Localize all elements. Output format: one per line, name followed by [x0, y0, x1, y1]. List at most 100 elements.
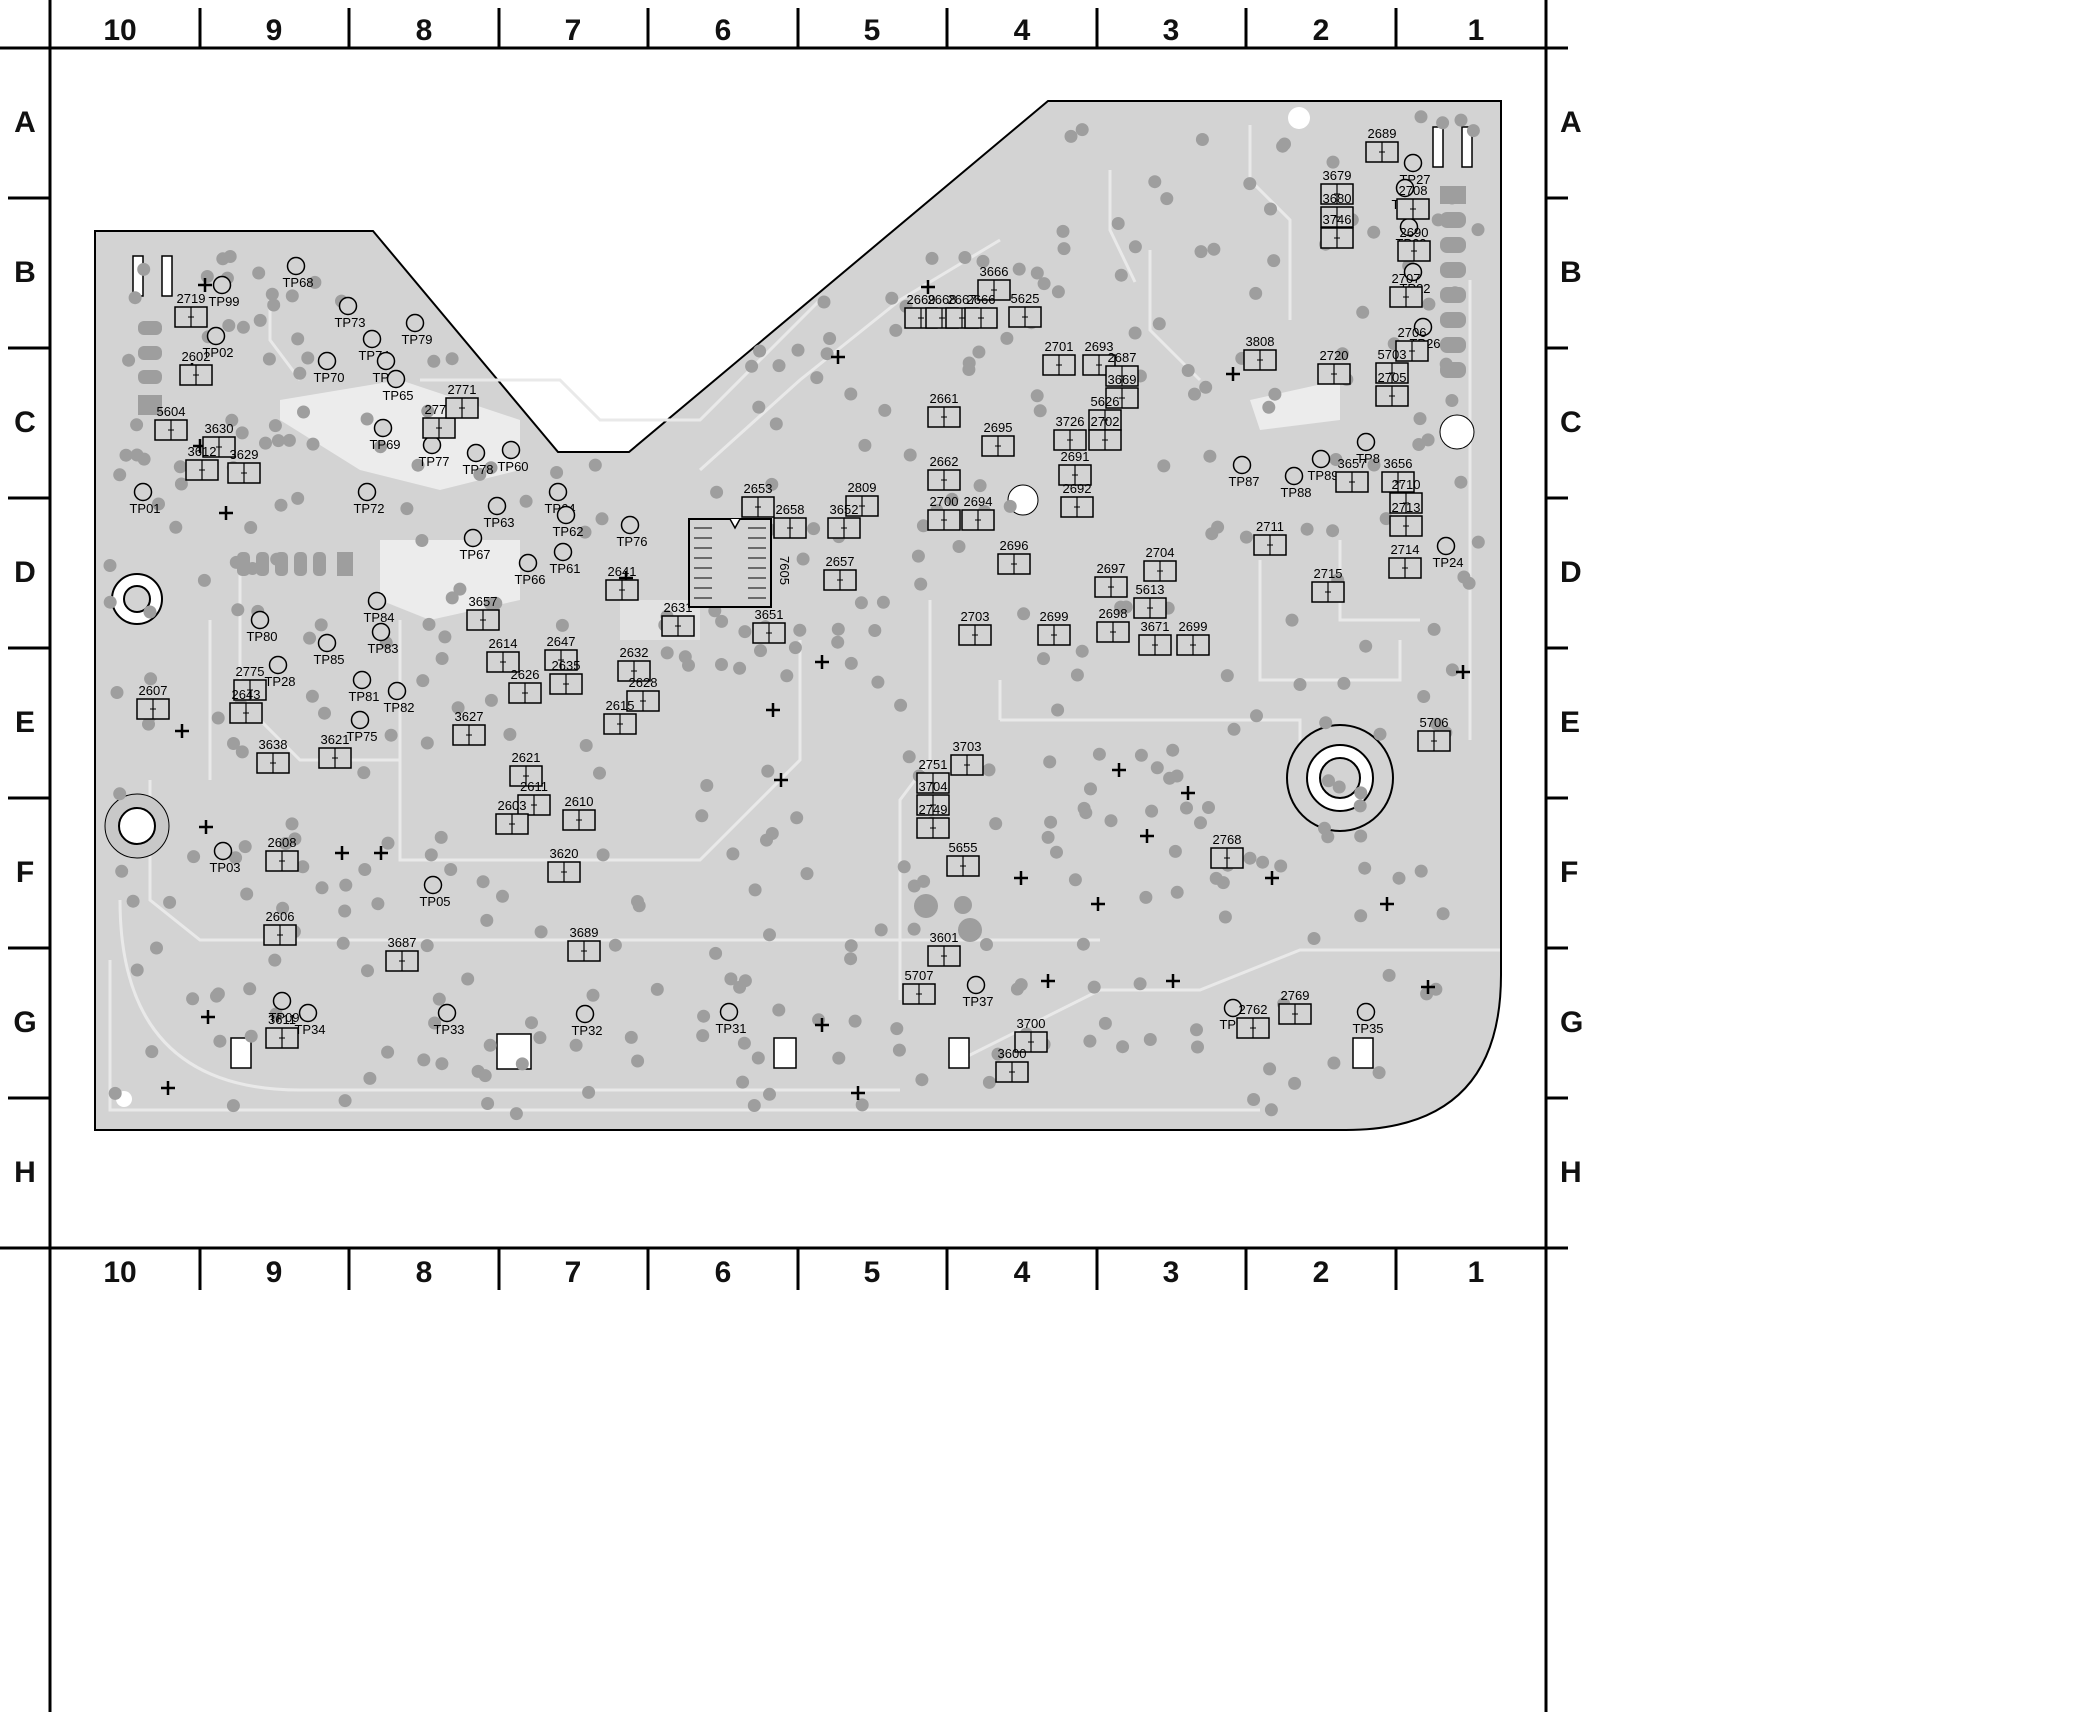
- via-pad: [858, 438, 872, 452]
- plus-mark: [335, 846, 349, 860]
- via-pad: [197, 573, 211, 587]
- plus-mark: [921, 280, 935, 294]
- col-label: 1: [1468, 1256, 1485, 1289]
- component-ref-label: 2635: [552, 658, 581, 673]
- via-pad: [1168, 844, 1182, 858]
- via-pad: [416, 674, 430, 688]
- via-pad: [700, 779, 714, 792]
- row-label: A: [1560, 106, 1582, 139]
- via-pad: [169, 520, 183, 534]
- via-pad: [434, 830, 448, 844]
- test-point: TP78: [462, 443, 494, 477]
- smd-component: 2632: [617, 645, 651, 682]
- plus-mark: [815, 1018, 829, 1032]
- via-pad: [444, 863, 458, 876]
- via-pad: [126, 894, 140, 908]
- via-pad: [991, 1047, 1005, 1061]
- component-ref-label: 2691: [1061, 449, 1090, 464]
- via-pad: [420, 939, 434, 953]
- via-pad: [478, 1069, 492, 1083]
- via-pad: [972, 345, 986, 359]
- via-pad: [400, 502, 414, 516]
- via-pad: [586, 988, 600, 1002]
- smd-component: 3611: [265, 1012, 299, 1049]
- via-pad: [115, 864, 129, 878]
- test-point-label: TP73: [334, 315, 365, 330]
- test-point: TP02: [202, 326, 234, 360]
- test-point: TP84: [363, 591, 395, 625]
- via-pad: [1037, 277, 1051, 291]
- via-pad: [1264, 202, 1277, 216]
- via-pad: [174, 477, 188, 491]
- via-pad: [1318, 821, 1331, 835]
- via-pad: [660, 646, 674, 660]
- component-ref-label: 2666: [967, 292, 996, 307]
- via-pad: [336, 936, 350, 950]
- test-point-label: TP72: [353, 501, 384, 516]
- col-label: 4: [1014, 14, 1031, 47]
- via-pad: [411, 458, 425, 472]
- via-pad: [1202, 801, 1215, 814]
- smd-component: 2611: [517, 779, 551, 816]
- test-point-label: TP87: [1228, 474, 1259, 489]
- via-pad: [1417, 690, 1431, 703]
- via-pad: [1247, 1093, 1261, 1106]
- via-pad: [274, 498, 288, 512]
- via-pad: [1133, 977, 1147, 991]
- via-pad: [483, 1038, 497, 1052]
- via-pad: [357, 766, 371, 780]
- via-pad: [1203, 449, 1217, 463]
- via-pad: [1445, 663, 1459, 677]
- via-pad: [624, 1030, 638, 1044]
- via-pad: [1263, 1062, 1277, 1076]
- test-point: TP69: [369, 418, 401, 452]
- smd-component: 5613: [1133, 582, 1167, 619]
- via-pad: [1445, 394, 1459, 407]
- via-pad: [765, 827, 779, 840]
- via-pad: [1092, 747, 1106, 761]
- row-label: E: [15, 706, 35, 739]
- via-pad: [130, 963, 144, 977]
- plus-mark: [766, 703, 780, 717]
- component-ref-label: 2669: [907, 292, 936, 307]
- via-pad: [484, 461, 498, 475]
- smd-component: 3627: [452, 709, 486, 746]
- smd-component: 2720: [1317, 348, 1351, 385]
- smd-component: 3656: [1381, 456, 1415, 493]
- test-point: TP33: [433, 1003, 465, 1037]
- via-pad: [361, 964, 374, 978]
- via-pad: [533, 1031, 547, 1045]
- smd-component: 3600: [995, 1046, 1029, 1083]
- via-pad: [285, 817, 299, 831]
- test-point-label: TP89: [1307, 468, 1338, 483]
- smd-component: 2701: [1042, 339, 1076, 376]
- via-pad: [210, 989, 223, 1003]
- via-pad: [911, 549, 925, 563]
- via-pad: [358, 863, 372, 876]
- smd-component: 2694: [961, 494, 995, 531]
- smd-component: 2614: [486, 636, 520, 673]
- via-pad: [752, 400, 766, 414]
- test-point: TP65: [382, 369, 414, 403]
- component-ref-label: 3652: [830, 502, 859, 517]
- row-label: C: [1560, 406, 1582, 439]
- smd-component: 3652: [827, 502, 861, 539]
- via-pad: [1119, 600, 1133, 614]
- via-pad: [1392, 871, 1406, 885]
- smd-component: 2662: [927, 454, 961, 491]
- col-label: 9: [266, 14, 283, 47]
- via-pad: [952, 540, 966, 553]
- via-pad: [796, 552, 810, 566]
- test-point: TP75: [346, 710, 378, 744]
- smd-component: 2691: [1058, 449, 1092, 486]
- smd-component: 2615: [603, 698, 637, 735]
- component-ref-label: 2698: [1099, 606, 1128, 621]
- row-labels-left: A B C D E F G H: [13, 106, 36, 1189]
- component-ref-label: 2699: [1040, 609, 1069, 624]
- via-pad: [303, 631, 317, 645]
- via-pad: [225, 413, 239, 427]
- smd-component: 5707: [902, 968, 936, 1005]
- via-pad: [696, 1029, 710, 1043]
- via-pad: [288, 832, 302, 846]
- via-pad: [890, 1022, 904, 1036]
